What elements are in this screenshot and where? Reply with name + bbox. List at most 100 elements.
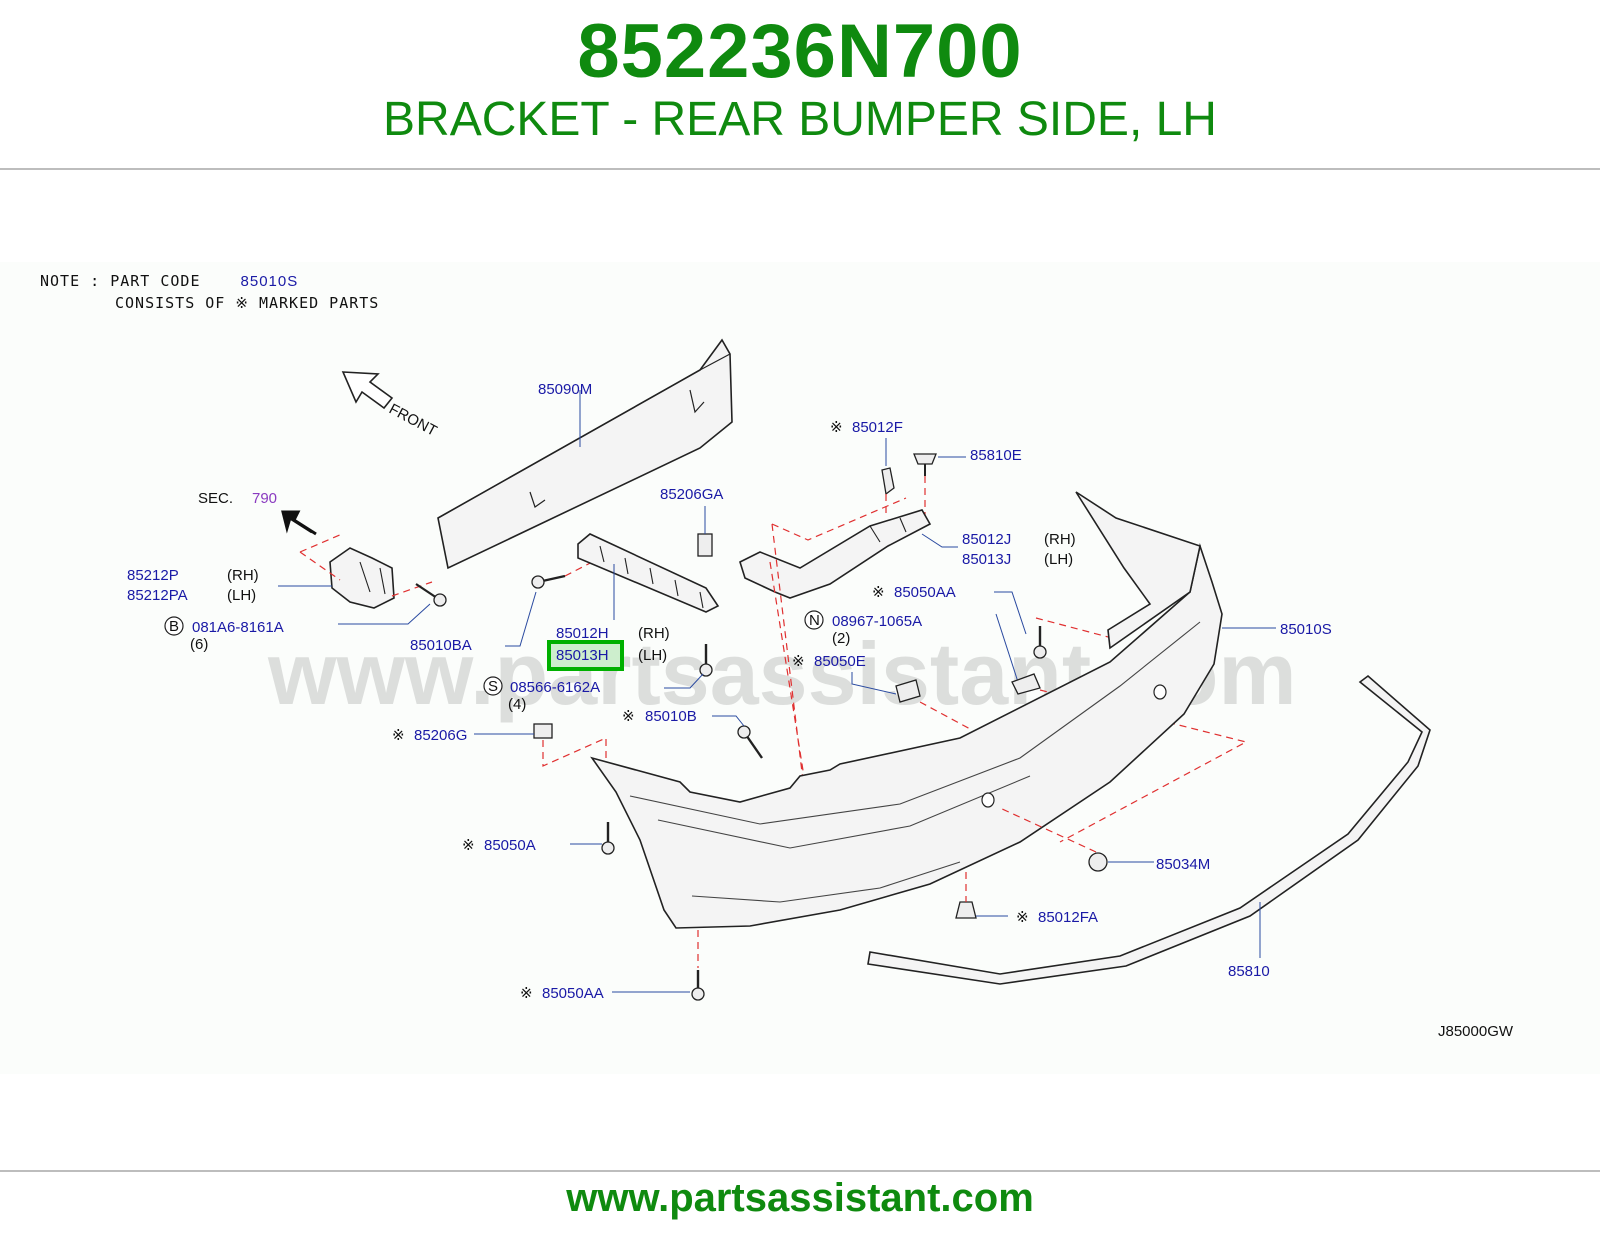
label-85010S[interactable]: 85010S xyxy=(1280,621,1332,638)
label-85013J[interactable]: 85013J xyxy=(962,551,1011,568)
bolt-head-081A6 xyxy=(433,593,447,607)
label-85050AA-top[interactable]: 85050AA xyxy=(894,584,956,601)
screw-head-85010B xyxy=(737,725,751,739)
page-header: 852236N700 BRACKET - REAR BUMPER SIDE, L… xyxy=(0,0,1600,168)
label-85012J-side: (RH) xyxy=(1044,531,1076,548)
leader-081A6 xyxy=(338,603,431,625)
circle-n-letter: N xyxy=(809,612,820,629)
note-code: 85010S xyxy=(241,273,299,290)
nut-08967-icon xyxy=(1011,673,1041,695)
bolt-head-08566 xyxy=(699,663,713,677)
mark-85012FA: ※ xyxy=(1016,909,1029,926)
dash-85212P xyxy=(299,533,433,597)
highlight-box-85013H xyxy=(547,640,624,671)
dash-85050AA xyxy=(919,617,1248,843)
leader-08566 xyxy=(664,673,704,689)
leader-85010BA xyxy=(505,591,537,647)
label-85206GA[interactable]: 85206GA xyxy=(660,486,723,503)
front-arrow-icon xyxy=(341,371,394,410)
mark-85206G: ※ xyxy=(392,727,405,744)
bumper-side-bracket-85013H[interactable] xyxy=(577,533,720,613)
label-85212PA[interactable]: 85212PA xyxy=(127,587,188,604)
dash-85012J xyxy=(769,497,907,823)
footer-site-link[interactable]: www.partsassistant.com xyxy=(566,1176,1034,1220)
bolt-head-85050AA-bottom xyxy=(691,987,705,1001)
leader-08967 xyxy=(995,613,1019,683)
label-85012H-side: (RH) xyxy=(638,625,670,642)
clip-85012FA-icon xyxy=(955,901,977,919)
label-85810[interactable]: 85810 xyxy=(1228,963,1270,980)
nut-85206G-icon xyxy=(533,723,553,739)
bolt-head-85050AA-top xyxy=(1033,645,1047,659)
parts-diagram-svg: www.partsassistant.com NOTE : PART CODE … xyxy=(40,272,1514,1040)
label-85012H[interactable]: 85012H xyxy=(556,625,609,642)
clip-85206GA-icon xyxy=(697,533,713,557)
label-85013J-side: (LH) xyxy=(1044,551,1073,568)
footer-divider xyxy=(0,1170,1600,1172)
circle-s-letter: S xyxy=(488,678,498,695)
label-08566-6162A[interactable]: 08566-6162A xyxy=(510,679,600,696)
front-label: FRONT xyxy=(386,401,440,440)
label-85034M[interactable]: 85034M xyxy=(1156,856,1210,873)
note-prefix: NOTE : PART CODE xyxy=(40,272,201,290)
qty-081A6: (6) xyxy=(190,636,208,653)
label-85212PA-side: (LH) xyxy=(227,587,256,604)
label-85013H[interactable]: 85013H xyxy=(556,647,609,664)
label-85212P[interactable]: 85212P xyxy=(127,567,179,584)
leader-85050E xyxy=(851,672,897,695)
qty-08967: (2) xyxy=(832,630,850,647)
label-85010B[interactable]: 85010B xyxy=(645,708,697,725)
part-description: BRACKET - REAR BUMPER SIDE, LH xyxy=(383,93,1217,146)
screw-head-85010BA xyxy=(531,575,545,589)
label-85050E[interactable]: 85050E xyxy=(814,653,866,670)
label-85012J[interactable]: 85012J xyxy=(962,531,1011,548)
label-85050AA-bottom[interactable]: 85050AA xyxy=(542,985,604,1002)
side-bracket-85212P[interactable] xyxy=(329,547,395,609)
mark-85012F: ※ xyxy=(830,419,843,436)
label-08967-1065A[interactable]: 08967-1065A xyxy=(832,613,922,630)
leader-85050AA-top xyxy=(994,591,1027,635)
diagram-code: J85000GW xyxy=(1438,1023,1514,1040)
grommet-85034M-icon xyxy=(1088,852,1108,872)
label-85012FA[interactable]: 85012FA xyxy=(1038,909,1098,926)
label-85206G[interactable]: 85206G xyxy=(414,727,467,744)
rear-bumper-fascia-85010S[interactable] xyxy=(590,491,1223,929)
note-line-1: NOTE : PART CODE 85010S xyxy=(40,272,298,290)
dash-85010BA xyxy=(564,557,601,577)
circle-s-icon xyxy=(483,676,503,696)
bumper-molding-85810[interactable] xyxy=(867,674,1431,985)
label-081A6-8161A[interactable]: 081A6-8161A xyxy=(192,619,284,636)
parts-diagram: www.partsassistant.com NOTE : PART CODE … xyxy=(0,262,1600,1074)
mark-85050E: ※ xyxy=(792,653,805,670)
label-85212P-side: (RH) xyxy=(227,567,259,584)
circle-n-icon xyxy=(804,610,824,630)
part-number-title: 852236N700 xyxy=(577,9,1023,94)
label-85050A[interactable]: 85050A xyxy=(484,837,536,854)
label-85010BA[interactable]: 85010BA xyxy=(410,637,472,654)
sec-link-790[interactable]: 790 xyxy=(252,490,277,507)
leader-85010B xyxy=(712,715,745,727)
plug-85810E-icon xyxy=(913,453,937,465)
dash-85034M xyxy=(999,807,1097,853)
bolt-head-85050A xyxy=(601,841,615,855)
dash-85206G xyxy=(542,737,607,767)
mark-85050AA-bottom: ※ xyxy=(520,985,533,1002)
qty-08566: (4) xyxy=(508,696,526,713)
note-line-2: CONSISTS OF ※ MARKED PARTS xyxy=(115,294,379,312)
label-85013H-side: (LH) xyxy=(638,647,667,664)
label-85810E[interactable]: 85810E xyxy=(970,447,1022,464)
sec-label: SEC. xyxy=(198,490,233,507)
sec-arrow-icon xyxy=(281,510,317,536)
circle-b-letter: B xyxy=(169,618,179,635)
reinforcement-beam-85090M[interactable] xyxy=(437,338,733,570)
clip-85050E-icon xyxy=(895,679,921,703)
circle-b-icon xyxy=(164,616,184,636)
clip-85012F-icon xyxy=(881,467,895,496)
header-divider xyxy=(0,168,1600,170)
side-bracket-85012J[interactable] xyxy=(739,509,932,599)
mark-85050A: ※ xyxy=(462,837,475,854)
label-85090M[interactable]: 85090M xyxy=(538,381,592,398)
label-85012F[interactable]: 85012F xyxy=(852,419,903,436)
leader-85012J xyxy=(921,533,958,548)
mark-85010B: ※ xyxy=(622,708,635,725)
